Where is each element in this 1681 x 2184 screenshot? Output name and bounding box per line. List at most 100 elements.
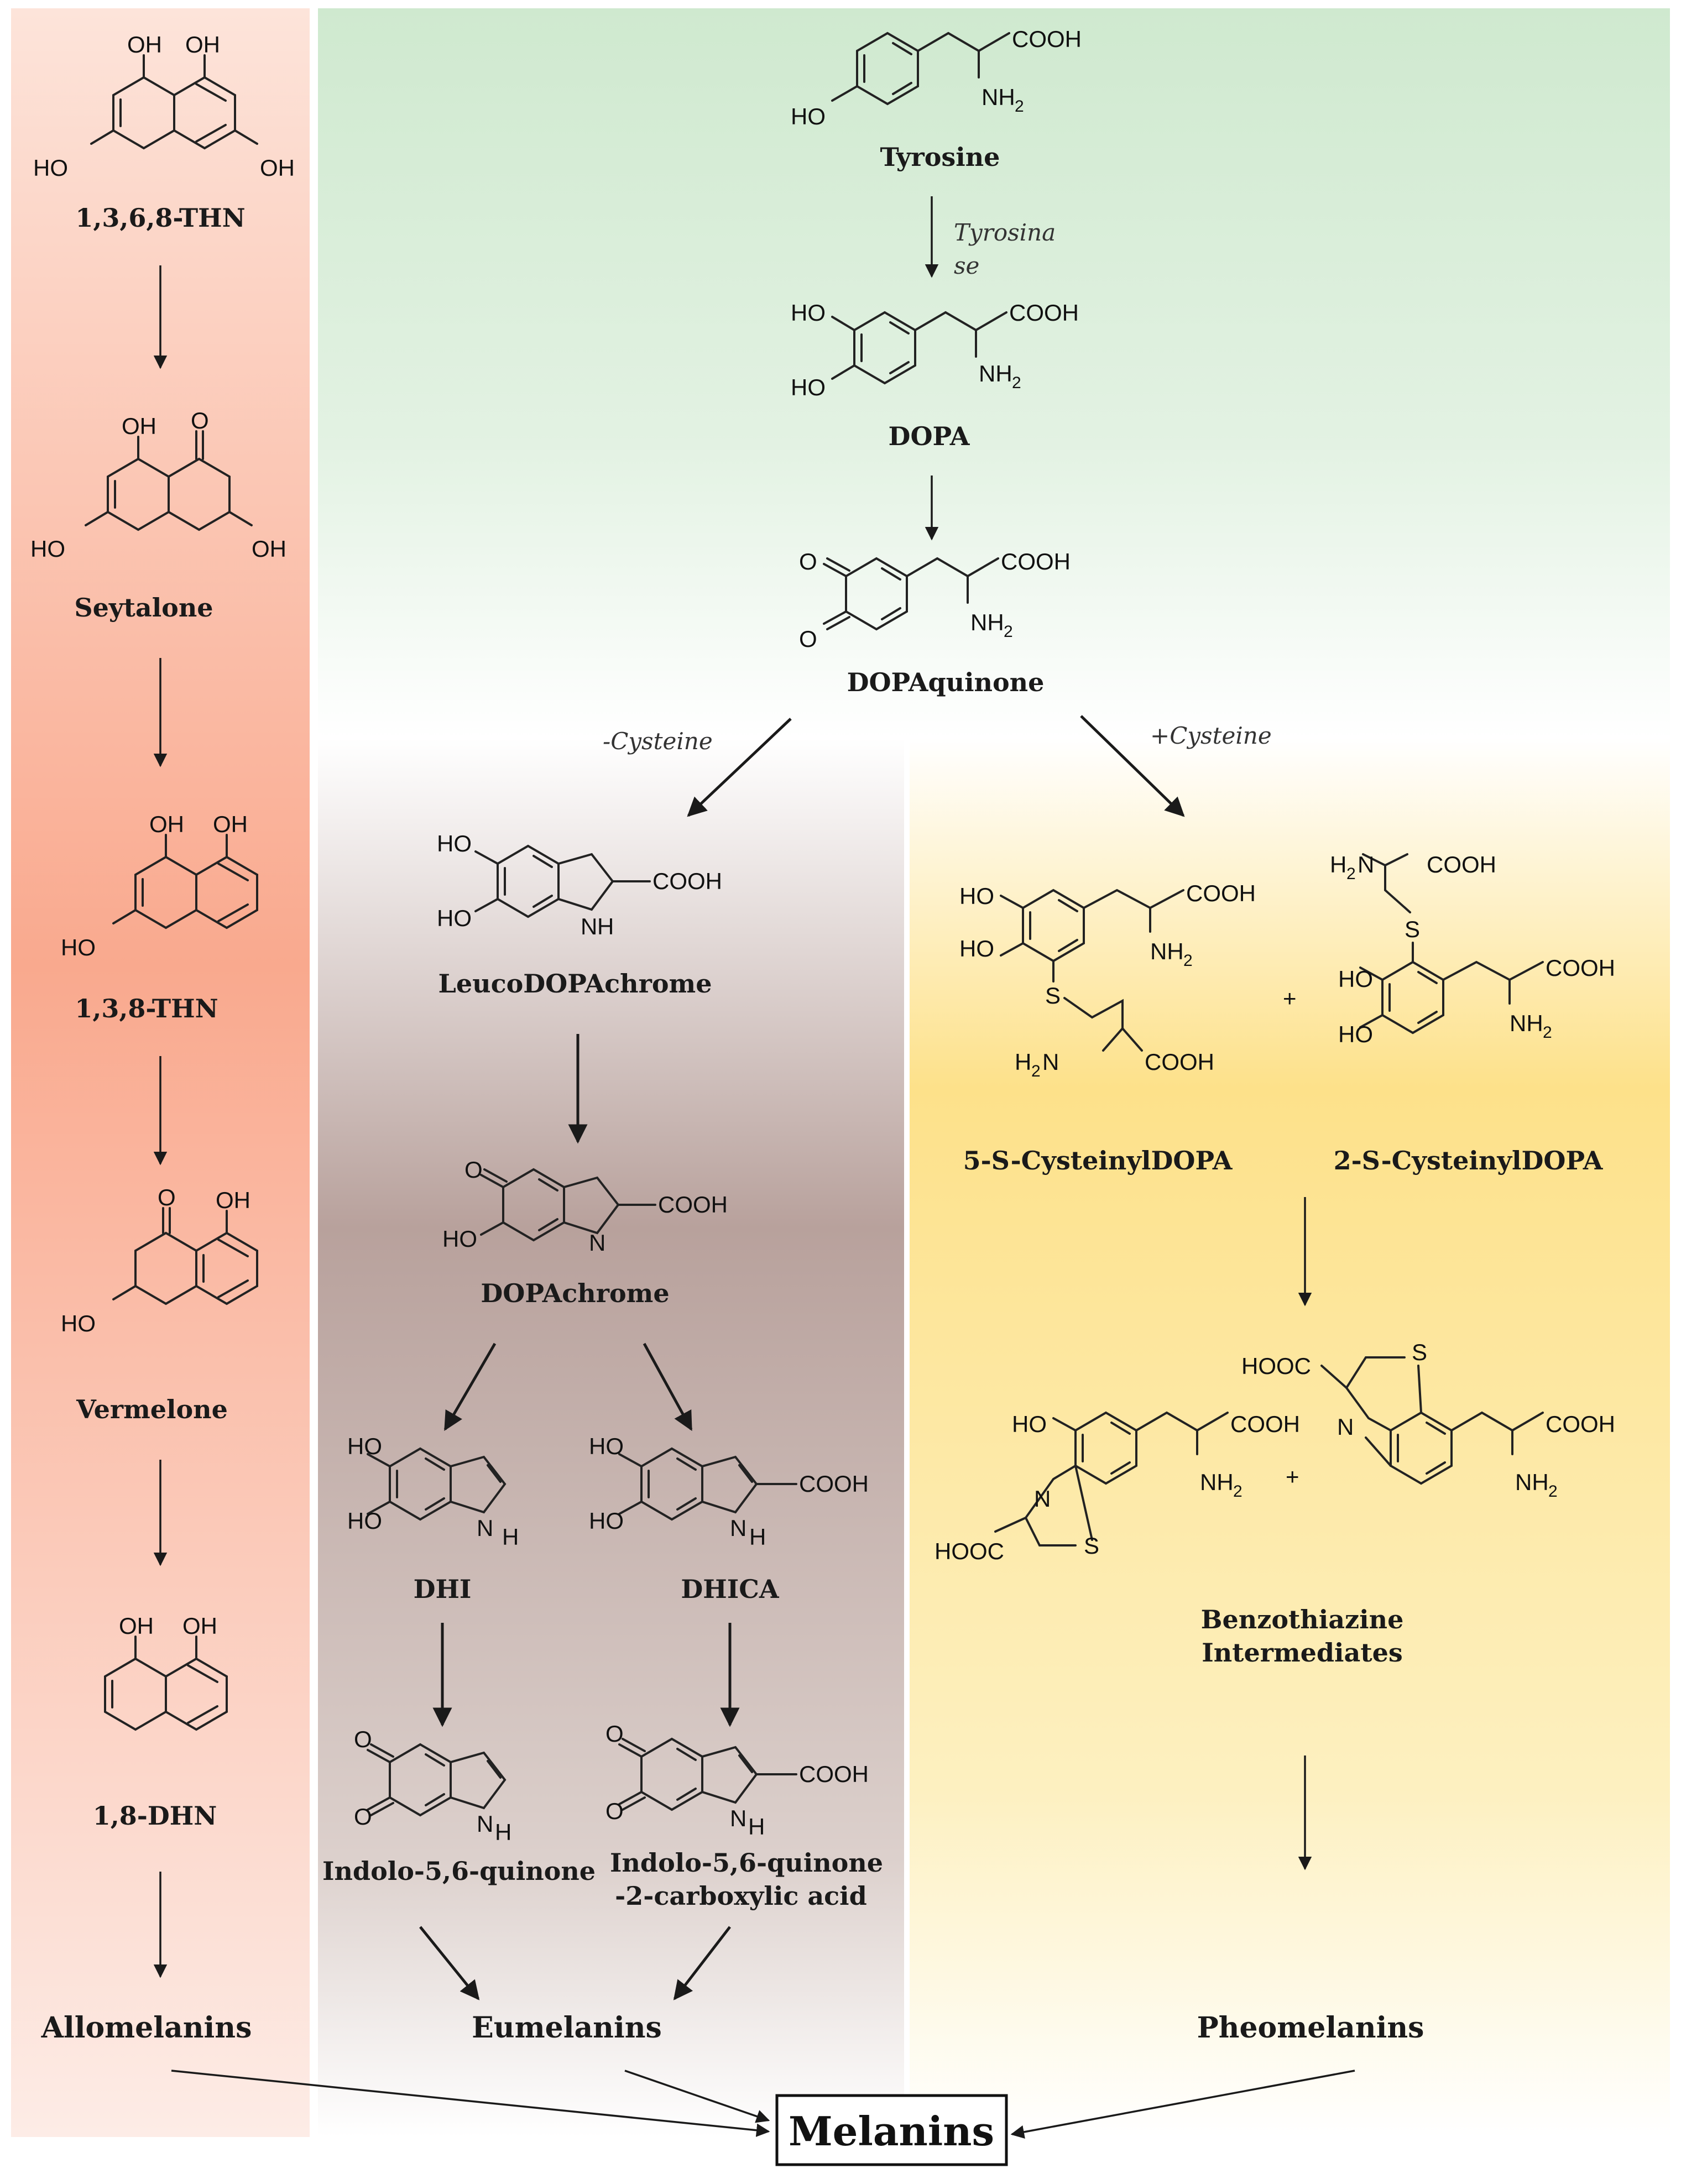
atom-label: O	[605, 1798, 624, 1824]
atom-label: O	[191, 407, 209, 433]
seytalone-label: Seytalone	[74, 593, 213, 623]
atom-label: S	[1405, 916, 1420, 942]
atom-label: NH	[970, 609, 1004, 635]
atom-label: HO	[791, 300, 826, 326]
atom-label: NH	[1150, 938, 1184, 964]
atom-label: HO	[437, 905, 472, 931]
atom-label: HO	[61, 1310, 96, 1336]
atom-label: COOH	[1186, 880, 1256, 906]
atom-label: NH	[1200, 1469, 1234, 1495]
atom-label: COOH	[799, 1471, 869, 1497]
atom-label: OH	[213, 811, 248, 837]
atom-label: H	[597, 913, 614, 939]
dhica-structure: HO HO COOH N H	[589, 1433, 869, 1550]
allomelanins-label: Allomelanins	[41, 2011, 252, 2045]
atom-label: HO	[791, 103, 826, 129]
plus-cysteine-label: +Cysteine	[1150, 722, 1272, 749]
atom-label: COOH	[1427, 851, 1496, 877]
atom-label: COOH	[658, 1192, 728, 1218]
plus-sign: +	[1286, 1464, 1299, 1490]
atom-label: HOOC	[935, 1538, 1004, 1564]
atom-label: O	[158, 1184, 176, 1210]
atom-label: O	[799, 548, 817, 574]
atom-label: H	[1015, 1049, 1031, 1075]
atom-label: HO	[437, 830, 472, 856]
thn138-structure: OH OH HO	[61, 811, 258, 960]
atom-label: COOH	[1546, 955, 1615, 981]
atom-label: COOH	[799, 1761, 869, 1787]
dhi-structure: HO HO N H	[347, 1433, 519, 1550]
atom-label: HO	[1338, 966, 1373, 992]
atom-label: HO	[30, 536, 65, 562]
arrow-dopaquinone-to-leuco	[687, 718, 792, 817]
atom-label: HO	[442, 1226, 477, 1252]
dopa-structure: COOH NH 2 HO HO	[791, 300, 1079, 400]
benzothiazine-label-line1: Benzothiazine	[1201, 1605, 1404, 1634]
atom-label: N	[1358, 851, 1374, 877]
eumelanin-panel	[318, 738, 904, 2137]
pheomelanins-label: Pheomelanins	[1197, 2011, 1424, 2045]
atom-label: NH	[1515, 1469, 1549, 1495]
atom-label: OH	[149, 811, 184, 837]
atom-subscript: 2	[1004, 623, 1013, 641]
cysdopa2-label: 2-S-CysteinylDOPA	[1334, 1146, 1604, 1175]
atom-label: O	[799, 626, 817, 652]
atom-label: OH	[260, 155, 295, 181]
indolequinone-acid-label-line2: -2-carboxylic acid	[615, 1881, 867, 1911]
thn1368-structure: OH OH HO OH	[33, 32, 295, 181]
atom-label: H	[749, 1524, 766, 1550]
melanins-label: Melanins	[789, 2108, 994, 2155]
atom-label: HO	[347, 1433, 382, 1459]
atom-label: H	[502, 1524, 519, 1550]
atom-label: H	[1330, 851, 1346, 877]
atom-label: N	[730, 1515, 746, 1541]
benzothiazine2-structure: COOH NH 2 N S HOOC	[1241, 1339, 1615, 1501]
atom-label: N	[477, 1811, 493, 1837]
atom-label: O	[605, 1721, 624, 1747]
atom-label: N	[589, 1230, 605, 1256]
dhica-label: DHICA	[681, 1574, 779, 1604]
arrow-dopachrome-to-dhica	[643, 1342, 693, 1431]
minus-cysteine-label: -Cysteine	[603, 728, 713, 755]
atom-label: HO	[33, 155, 68, 181]
cysdopa2-structure: COOH NH 2 HO HO S H 2 N COOH	[1330, 851, 1615, 1047]
atom-label: COOH	[1230, 1411, 1300, 1437]
benzothiazine1-structure: HO COOH NH 2 N S HOOC	[935, 1411, 1300, 1564]
dopachrome-structure: O HO COOH N	[442, 1157, 728, 1256]
atom-label: N	[1042, 1049, 1059, 1075]
indolequinone-acid-structure: O O COOH N H	[605, 1721, 869, 1840]
atom-label: COOH	[1012, 26, 1082, 52]
indolequinone-structure: O O N H	[354, 1726, 511, 1845]
leucodopachrome-structure: HO HO COOH N H	[437, 830, 722, 939]
dhi-label: DHI	[414, 1574, 472, 1604]
atom-subscript: 2	[1233, 1482, 1243, 1501]
atom-label: COOH	[1009, 300, 1079, 326]
atom-label: HOOC	[1241, 1353, 1311, 1379]
atom-label: S	[1045, 983, 1061, 1009]
arrow-dopaquinone-to-cysdopa	[1080, 715, 1185, 817]
atom-label: S	[1084, 1533, 1099, 1559]
atom-label: OH	[122, 413, 156, 439]
dopaquinone-label: DOPAquinone	[847, 667, 1045, 697]
atom-label: COOH	[1001, 548, 1071, 574]
pheomelanin-panel	[910, 738, 1670, 2137]
atom-subscript: 2	[1543, 1023, 1552, 1042]
indolequinone-acid-label-line1: Indolo-5,6-quinone	[610, 1848, 883, 1878]
atom-label: HO	[61, 934, 96, 960]
atom-label: N	[581, 913, 597, 939]
atom-label: N	[1034, 1486, 1051, 1512]
atom-subscript: 2	[1031, 1062, 1041, 1080]
atom-label: HO	[959, 883, 994, 909]
arrow-eu-to-melanins	[624, 2070, 770, 2123]
atom-label: O	[464, 1157, 483, 1183]
atom-label: NH	[982, 84, 1015, 110]
atom-label: HO	[959, 936, 994, 962]
leucodopachrome-label: LeucoDOPAchrome	[438, 969, 712, 999]
atom-subscript: 2	[1548, 1482, 1558, 1501]
dopa-panel	[318, 8, 1670, 738]
arrow-quinone-acid-to-eumelanins	[673, 1926, 731, 2000]
atom-label: OH	[185, 32, 220, 58]
dopa-label: DOPA	[889, 421, 970, 451]
atom-label: N	[477, 1515, 493, 1541]
